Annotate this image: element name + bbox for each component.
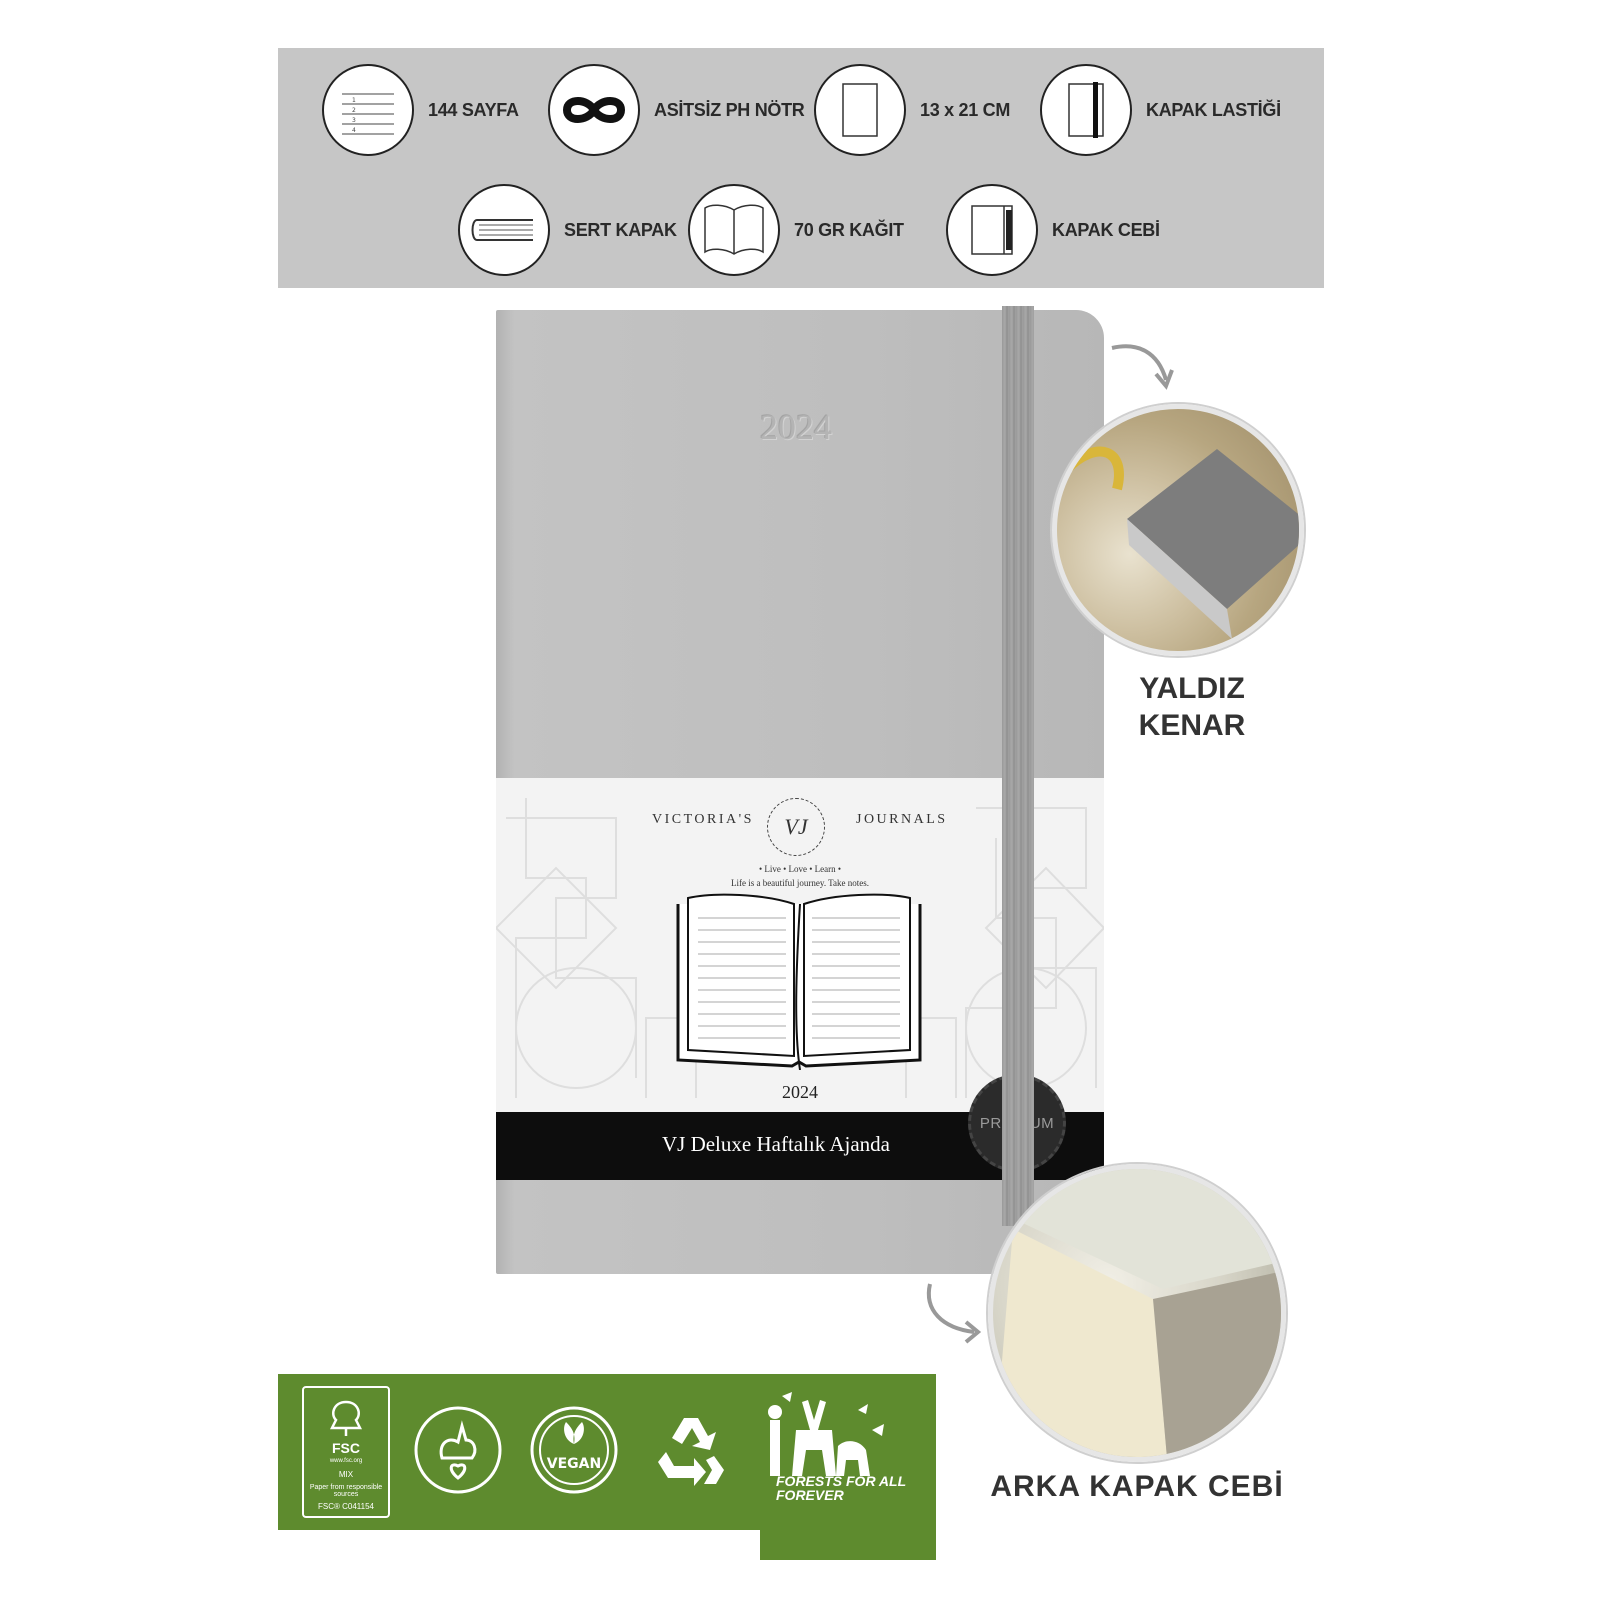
lined-page-icon: 1 2 3 4 xyxy=(322,64,414,156)
brand-right: JOURNALS xyxy=(856,812,948,827)
fsc-tree-icon xyxy=(329,1400,363,1436)
open-planner-illustration xyxy=(676,893,922,1070)
feature-paper-weight: 70 GR KAĞIT xyxy=(688,184,904,276)
feature-size: 13 x 21 CM xyxy=(814,64,1010,156)
feature-label: SERT KAPAK xyxy=(564,219,677,240)
tagline-sub: Life is a beautiful journey. Take notes. xyxy=(730,878,870,888)
recycle-icon xyxy=(642,1402,738,1498)
forests-line: FOREVER xyxy=(776,1487,844,1503)
feature-acid-free: ASİTSİZ PH NÖTR xyxy=(548,64,805,156)
elastic-band-icon xyxy=(1040,64,1132,156)
brand-left: VICTORIA'S xyxy=(652,812,754,827)
feature-banner: 1 2 3 4 144 SAYFA ASİTSİZ PH NÖTR 13 x 21 C… xyxy=(278,48,1324,288)
caption-line: YALDIZ xyxy=(1139,672,1245,705)
fsc-site: www.fsc.org xyxy=(329,1458,363,1464)
caption-line: KENAR xyxy=(1138,709,1246,742)
back-pocket-photo xyxy=(988,1164,1286,1462)
gilded-edge-photo xyxy=(1052,404,1304,656)
tagline: • Live • Love • Learn • xyxy=(758,864,842,874)
monogram-text: VJ xyxy=(784,814,808,839)
feature-pages: 1 2 3 4 144 SAYFA xyxy=(322,64,519,156)
svg-text:2: 2 xyxy=(352,107,356,114)
hardcover-icon xyxy=(458,184,550,276)
fsc-mix: MIX xyxy=(338,1470,354,1479)
open-book-icon xyxy=(688,184,780,276)
infinity-icon xyxy=(548,64,640,156)
vegan-text: VEGAN xyxy=(547,1456,601,1472)
gilded-edge-caption: YALDIZ KENAR xyxy=(1112,670,1272,744)
feature-elastic: KAPAK LASTİĞİ xyxy=(1040,64,1281,156)
feature-label: 13 x 21 CM xyxy=(920,99,1011,120)
forests-line: FORESTS FOR ALL xyxy=(776,1473,907,1489)
page-size-icon xyxy=(814,64,906,156)
feature-hardcover: SERT KAPAK xyxy=(458,184,677,276)
band-year: 2024 xyxy=(782,1082,818,1102)
forests-animals-icon xyxy=(762,1388,892,1478)
svg-text:3: 3 xyxy=(352,117,356,124)
feature-cover-pocket: KAPAK CEBİ xyxy=(946,184,1160,276)
svg-text:1: 1 xyxy=(352,97,356,104)
fsc-logo-text: FSC xyxy=(332,1440,360,1456)
eco-banner: FSC www.fsc.org MIX Paper from responsib… xyxy=(278,1374,936,1530)
vj-monogram-logo: VJ xyxy=(767,798,825,856)
feature-label: KAPAK LASTİĞİ xyxy=(1146,99,1281,120)
forests-text: FORESTS FOR ALL FOREVER xyxy=(776,1474,906,1502)
back-pocket-caption: ARKA KAPAK CEBİ xyxy=(990,1470,1284,1503)
fsc-label: FSC www.fsc.org MIX Paper from responsib… xyxy=(302,1386,390,1518)
eco-banner-tab xyxy=(760,1530,936,1560)
arrow-icon xyxy=(926,1283,982,1344)
feature-label: ASİTSİZ PH NÖTR xyxy=(654,99,805,120)
feature-label: KAPAK CEBİ xyxy=(1052,219,1160,240)
feature-label: 144 SAYFA xyxy=(428,99,519,120)
arrow-icon xyxy=(1111,344,1174,390)
svg-text:4: 4 xyxy=(352,127,356,134)
cruelty-free-rabbit-icon xyxy=(410,1402,506,1498)
vegan-icon: VEGAN xyxy=(526,1402,622,1498)
feature-label: 70 GR KAĞIT xyxy=(794,219,904,240)
fsc-paper-note: Paper from responsible sources xyxy=(309,1484,383,1498)
fsc-code: FSC® C041154 xyxy=(318,1502,374,1511)
elastic-band xyxy=(1002,306,1034,1226)
cover-year: 2024 xyxy=(760,407,832,447)
product-title: VJ Deluxe Haftalık Ajanda xyxy=(661,1132,891,1156)
cover-pocket-icon xyxy=(946,184,1038,276)
